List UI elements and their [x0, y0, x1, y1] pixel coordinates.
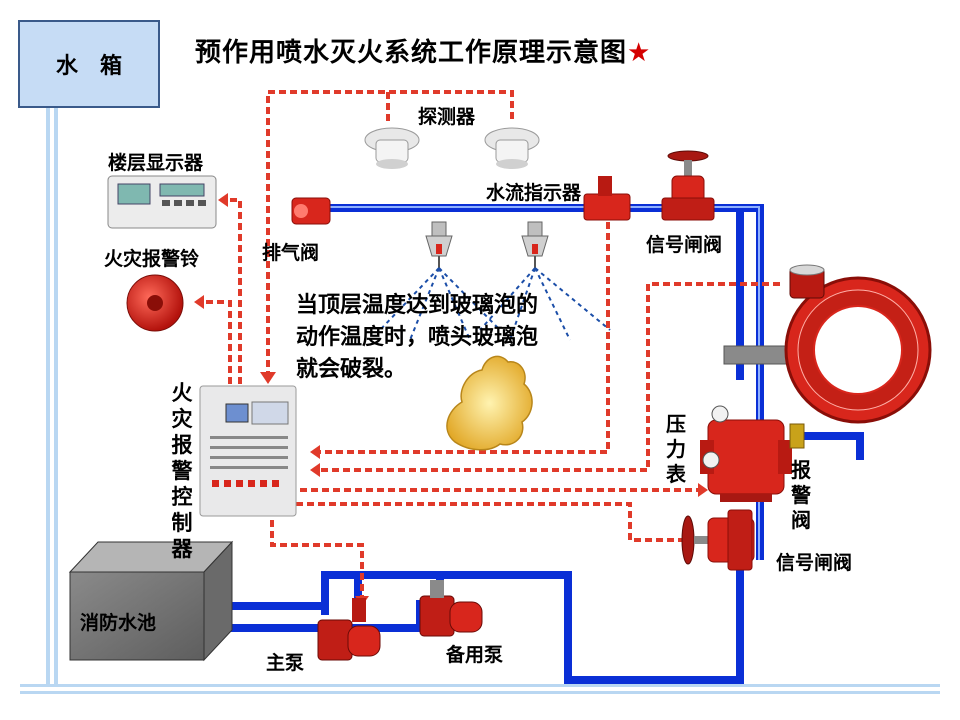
sprinkler-head-icon: [521, 221, 549, 270]
water-spray: [379, 267, 611, 341]
note-line: 动作温度时，喷头玻璃泡: [296, 325, 539, 350]
water-motor-alarm-bell-icon: [723, 264, 932, 424]
flow-indicator-label: 水流指示器: [486, 182, 582, 204]
exhaust-valve-icon: [291, 197, 331, 225]
tank-supply-pipe: [20, 108, 940, 694]
main-pump-icon: [317, 598, 381, 661]
signal-valve-top-label: 信号闸阀: [646, 234, 723, 256]
signal-gate-valve-icon: [661, 150, 715, 221]
water-tank-label: 水 箱: [55, 54, 122, 79]
note-line: 当顶层温度达到玻璃泡的: [296, 293, 539, 318]
signal-gate-valve-icon: [681, 509, 755, 571]
fire-bell-label: 火灾报警铃: [104, 248, 200, 270]
control-panel-label: 火灾报警控制器: [171, 381, 193, 561]
fire-alarm-control-panel-icon: [199, 385, 297, 517]
note-line: 就会破裂。: [296, 357, 407, 382]
smoke-detector-icon: [484, 127, 540, 169]
floor-display-label: 楼层显示器: [108, 152, 204, 174]
standby-pump-icon: [419, 580, 483, 637]
fire-bell-icon: [126, 274, 184, 332]
alarm-valve-icon: [700, 405, 805, 502]
exhaust-valve-label: 排气阀: [262, 242, 320, 264]
alarm-valve-label: 报警阀: [791, 458, 811, 532]
main-pump-label: 主泵: [266, 652, 305, 674]
pressure-gauge-label: 压力表: [666, 412, 686, 486]
signal-valve-bottom-label: 信号闸阀: [776, 552, 853, 574]
detector-label: 探测器: [418, 106, 476, 128]
floor-display-icon: [107, 175, 217, 229]
smoke-detector-icon: [364, 127, 420, 169]
water-tank: 水 箱: [18, 20, 160, 108]
diagram-title: 预作用喷水灭火系统工作原理示意图★: [195, 32, 651, 69]
fire-water-pool: [68, 540, 234, 662]
standby-pump-label: 备用泵: [446, 644, 504, 666]
signal-lines: [200, 90, 780, 598]
sprinkler-head-icon: [425, 221, 453, 270]
annotation-note: 当顶层温度达到玻璃泡的 动作温度时，喷头玻璃泡 就会破裂。: [296, 290, 538, 386]
fire-icon: [446, 355, 533, 451]
pool-label: 消防水池: [80, 612, 157, 634]
title-text: 预作用喷水灭火系统工作原理示意图: [195, 38, 628, 68]
star-icon: ★: [627, 38, 652, 68]
flow-indicator-icon: [583, 176, 631, 221]
